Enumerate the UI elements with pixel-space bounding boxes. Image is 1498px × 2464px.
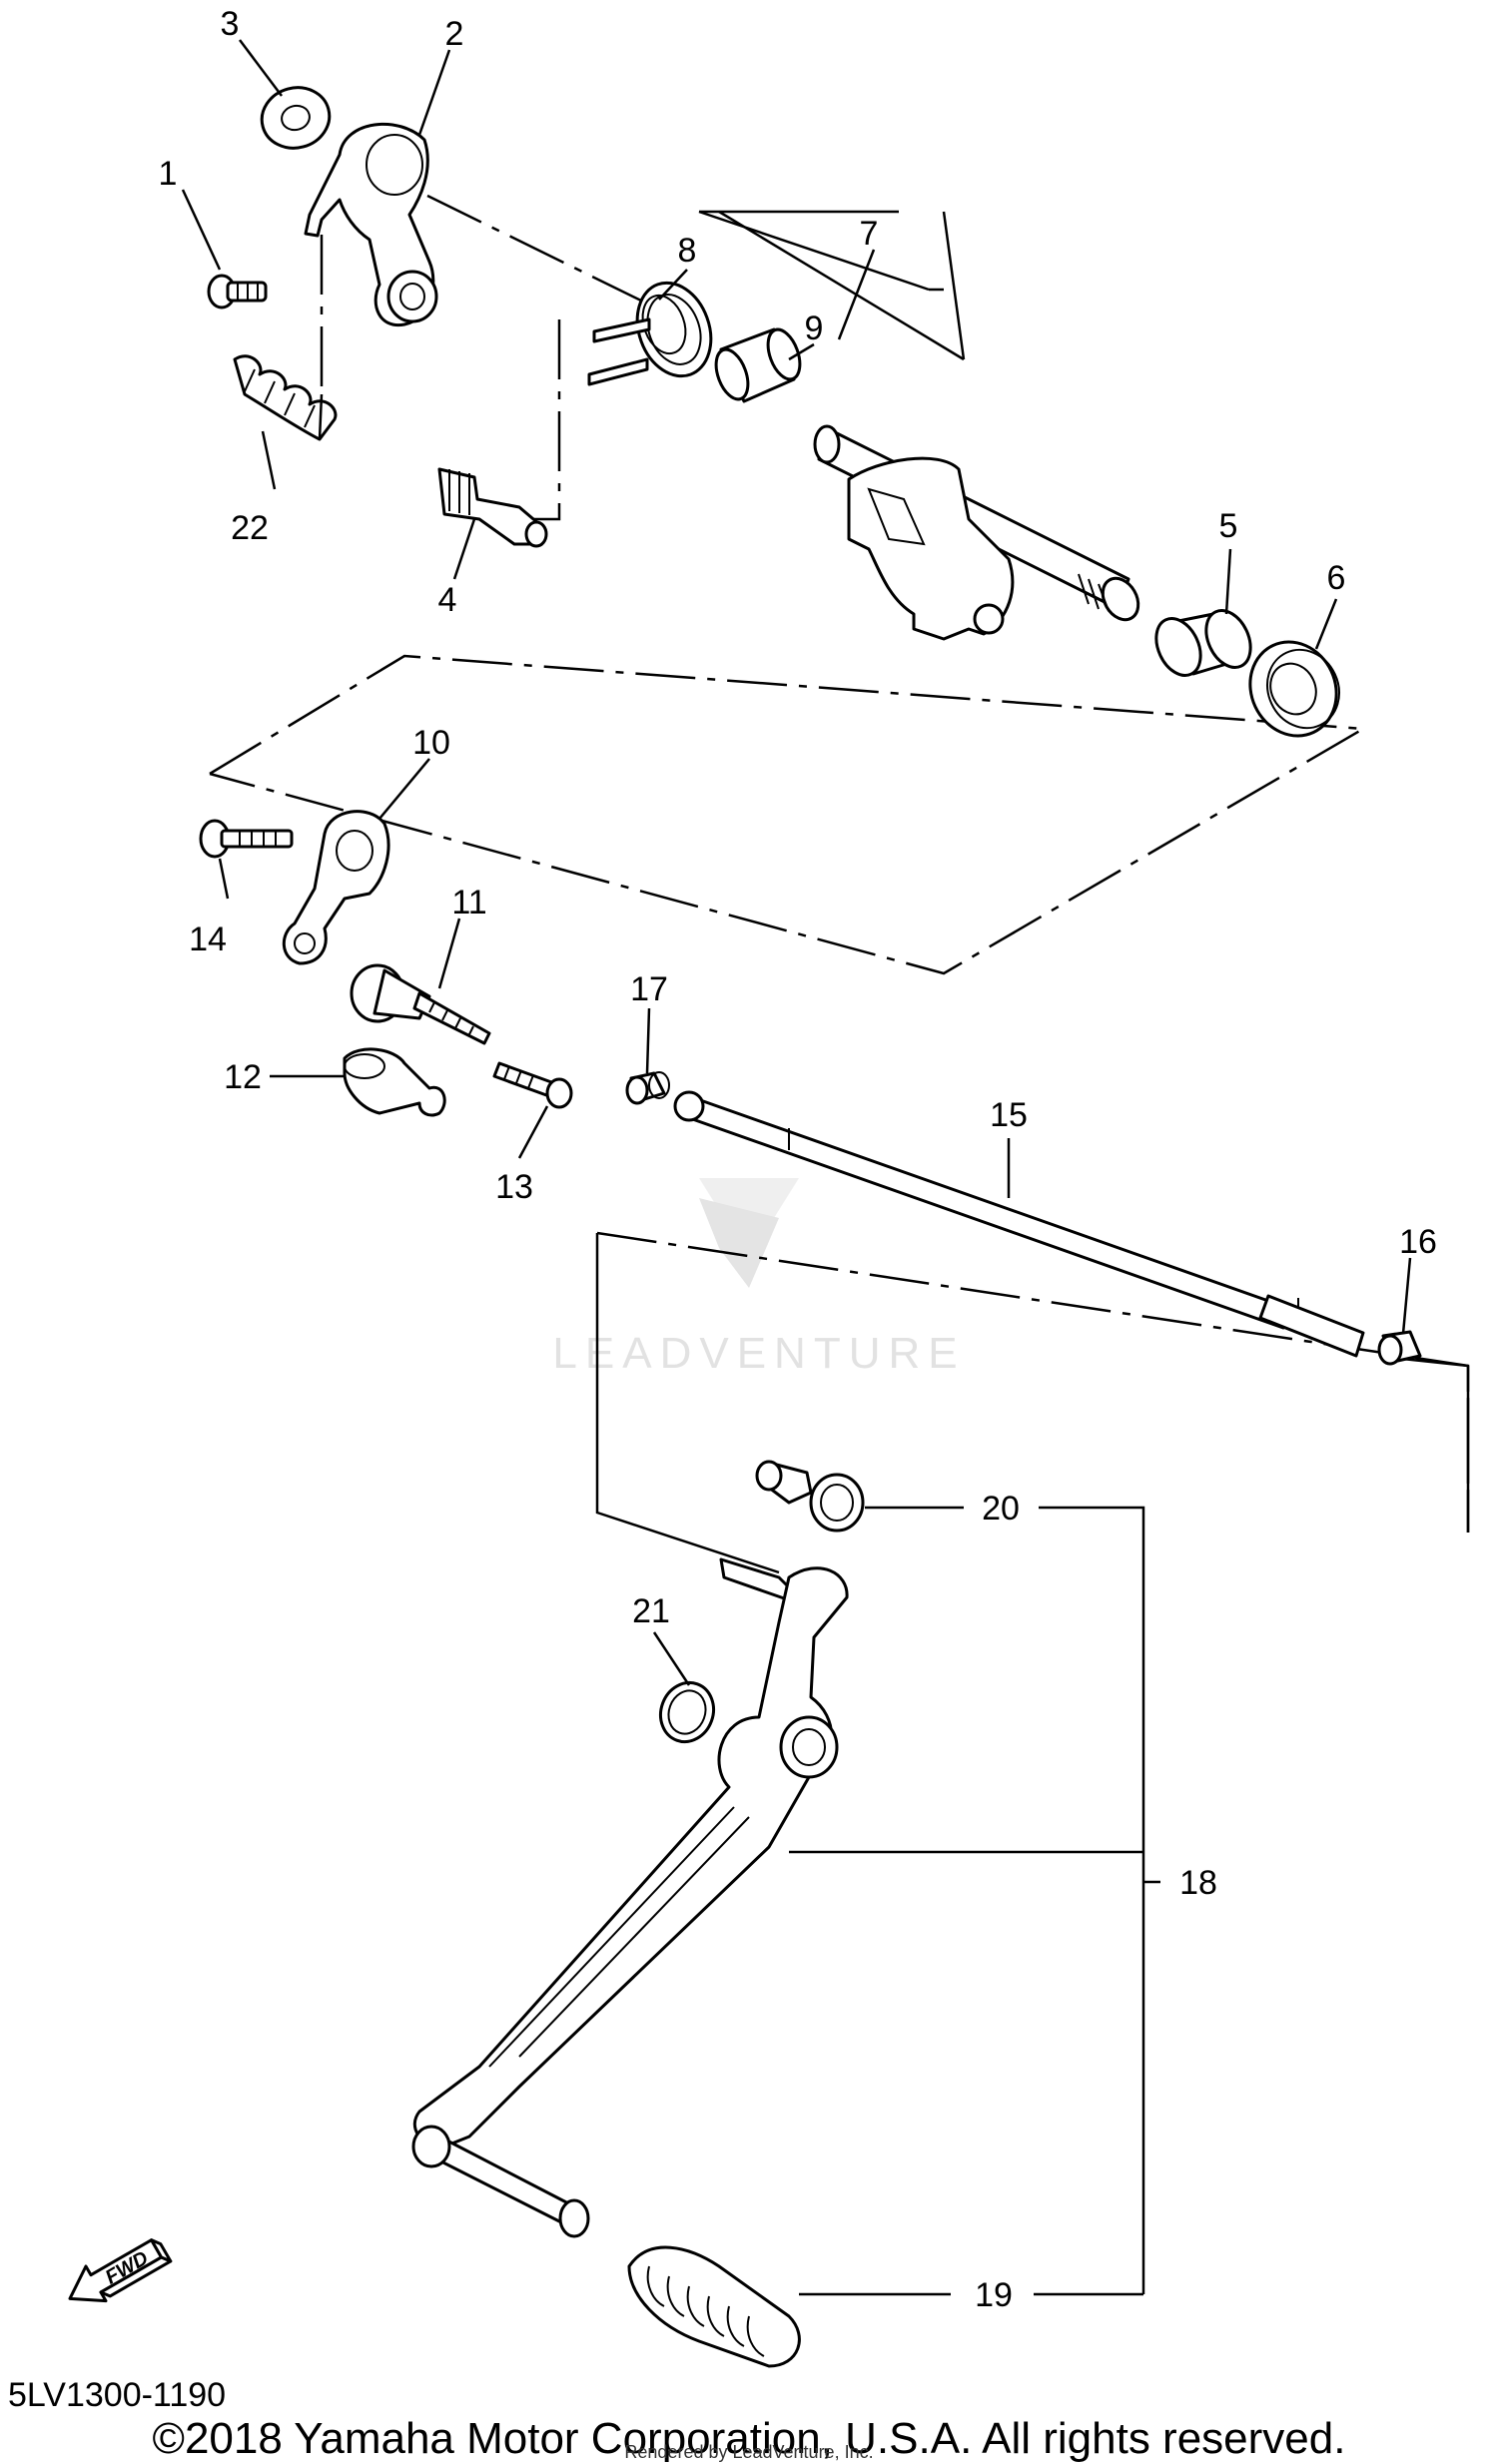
part-8-spring [587,281,713,386]
part-17-collar [625,1071,670,1105]
callout-5: 5 [1219,507,1238,545]
callout-11: 11 [451,884,486,922]
callout-1: 1 [159,155,178,193]
callout-22: 22 [231,509,269,547]
diagram-code: 5LV1300-1190 [8,2376,227,2414]
part-1-pin [207,274,268,309]
rendered-by-text: Rendered by LeadVenture, Inc. [624,2442,874,2462]
part-12-boot [343,1047,446,1117]
callout-15: 15 [990,1096,1028,1134]
callout-17: 17 [630,970,668,1008]
callout-10: 10 [412,724,450,762]
part-20-bolt [755,1460,865,1533]
callout-13: 13 [495,1168,533,1206]
part-4-bolt [437,467,548,548]
assembly-lines-upper [320,194,966,521]
part-7-shift-shaft [813,424,1140,641]
callout-7: 7 [860,215,879,253]
leader-lines [181,39,1412,2296]
part-2-arm [304,122,438,327]
part-21-o-ring [659,1680,715,1744]
callout-19: 19 [975,2276,1013,2314]
part-11-rod-end [350,963,491,1045]
fwd-arrow-icon: FWD [68,2238,173,2303]
callout-20: 20 [982,1490,1020,1528]
callout-3: 3 [221,5,240,43]
callout-4: 4 [438,581,457,619]
part-5-collar [1154,609,1252,677]
part-19-grip [627,2245,801,2368]
part-10-arm [282,810,390,965]
callout-14: 14 [189,921,227,958]
part-16-collar [1377,1330,1422,1366]
copyright-text: ©2018 Yamaha Motor Corporation, U.S.A. A… [152,2414,1346,2463]
watermark: LEADVENTURE [552,1178,965,1378]
callout-21: 21 [632,1592,670,1630]
lever-outline [595,1231,1470,1574]
callout-9: 9 [805,309,824,347]
part-9-collar [714,327,802,403]
callout-16: 16 [1399,1223,1437,1261]
callout-8: 8 [678,232,697,270]
part-22-spring [233,354,338,441]
part-15-shift-rod [673,1090,1365,1358]
callout-labels: 1 2 3 4 5 6 7 8 9 10 11 12 13 14 15 16 1… [159,5,1437,2314]
part-6-seal [1248,640,1340,738]
part-3-washer [260,86,332,150]
callout-12: 12 [224,1058,262,1096]
callout-18: 18 [1179,1864,1217,1902]
watermark-text: LEADVENTURE [552,1329,965,1378]
part-18-shift-pedal [411,1557,849,2238]
linkage-outline [209,654,1368,975]
part-13-bolt [492,1061,573,1109]
callout-2: 2 [445,15,464,53]
callout-6: 6 [1327,559,1346,597]
part-14-bolt [199,819,294,859]
